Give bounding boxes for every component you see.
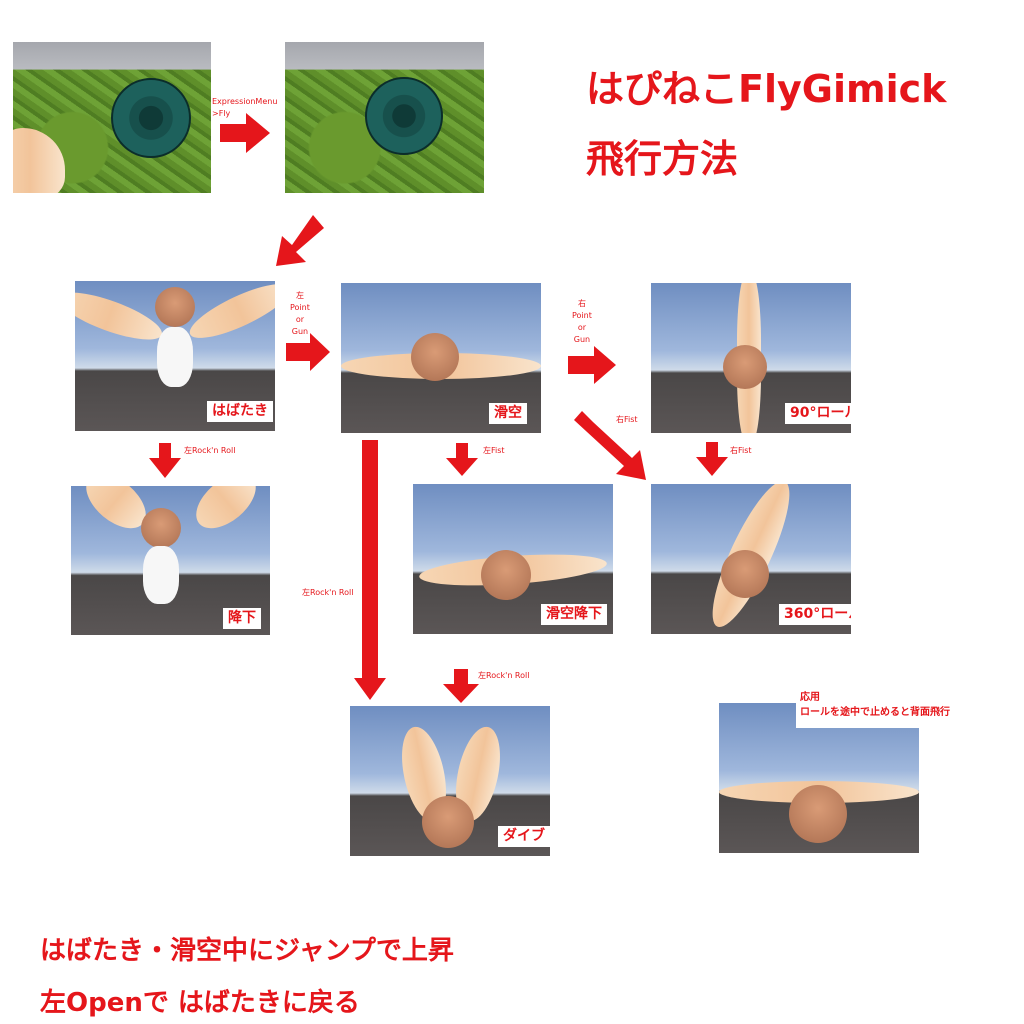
wing-shape	[183, 281, 275, 348]
menu-screenshot-2	[285, 42, 484, 193]
gesture-right-fist: 右Fist	[730, 446, 752, 455]
label-kakuu: 滑空	[489, 403, 527, 424]
label-roll90: 90°ロール	[785, 403, 851, 424]
wing-shape	[13, 128, 65, 193]
panel-kouka: 降下	[71, 486, 270, 635]
arrow-menu-to-habataki	[276, 215, 324, 266]
footer-line-2: 左Openで はばたきに戻る	[40, 988, 360, 1018]
label-roll360: 360°ロール	[779, 604, 851, 625]
expression-menu-disc	[365, 77, 443, 155]
gesture-right-fist-diag: 右Fist	[616, 415, 638, 424]
label-kouka: 降下	[223, 608, 261, 629]
label-dive: ダイブ	[498, 826, 550, 847]
avatar-head	[155, 287, 195, 327]
arrow-menu-to-menu	[220, 113, 270, 153]
panel-dive: ダイブ	[350, 706, 550, 856]
ouyou-note-box: 応用 ロールを途中で止めると背面飛行	[796, 688, 984, 728]
panel-roll90: 90°ロール	[651, 283, 851, 433]
avatar-head	[723, 345, 767, 389]
avatar-head	[411, 333, 459, 381]
menu-screenshot-1	[13, 42, 211, 193]
arrow-roll90-to-roll360	[696, 442, 728, 476]
gesture-right-point-gun: 右 Point or Gun	[572, 299, 592, 344]
avatar-body	[143, 546, 179, 604]
menu-gesture-label: ExpressionMenu >Fly	[212, 97, 278, 118]
arrow-kakuu-to-kakuukouka	[446, 443, 478, 476]
wing-shape	[75, 283, 167, 349]
arrow-kakuukouka-to-dive	[443, 669, 479, 703]
ouyou-note: 応用 ロールを途中で止めると背面飛行	[800, 692, 950, 718]
avatar-head	[789, 785, 847, 843]
arrow-kakuu-to-dive	[354, 440, 386, 700]
gesture-left-fist: 左Fist	[483, 446, 505, 455]
panel-ouyou	[719, 703, 919, 853]
footer-line-1: はばたき・滑空中にジャンプで上昇	[40, 936, 454, 966]
panel-roll360: 360°ロール	[651, 484, 851, 634]
label-kakuu-kouka: 滑空降下	[541, 604, 607, 625]
avatar-body	[157, 327, 193, 387]
gesture-left-rocknroll-1: 左Rock'n Roll	[184, 446, 236, 455]
expression-menu-disc	[111, 78, 191, 158]
label-habataki: はばたき	[207, 401, 273, 422]
avatar-head	[141, 508, 181, 548]
title-line-2: 飛行方法	[586, 137, 739, 181]
gesture-left-rocknroll-2: 左Rock'n Roll	[478, 671, 530, 680]
arrow-kakuu-to-roll360	[574, 411, 646, 480]
gesture-left-rocknroll-long: 左Rock'n Roll	[302, 588, 354, 597]
title-line-1: はぴねこFlyGimick	[586, 67, 947, 111]
panel-kakuu-kouka: 滑空降下	[413, 484, 613, 634]
arrow-habataki-to-kouka	[149, 443, 181, 478]
panel-habataki: はばたき	[75, 281, 275, 431]
panel-kakuu: 滑空	[341, 283, 541, 433]
wing-shape	[186, 486, 266, 539]
arrow-habataki-to-kakuu	[286, 333, 330, 371]
avatar-head	[721, 550, 769, 598]
avatar-head	[422, 796, 474, 848]
gesture-left-point-gun: 左 Point or Gun	[290, 291, 310, 336]
avatar-head	[481, 550, 531, 600]
arrow-kakuu-to-roll90	[568, 346, 616, 384]
